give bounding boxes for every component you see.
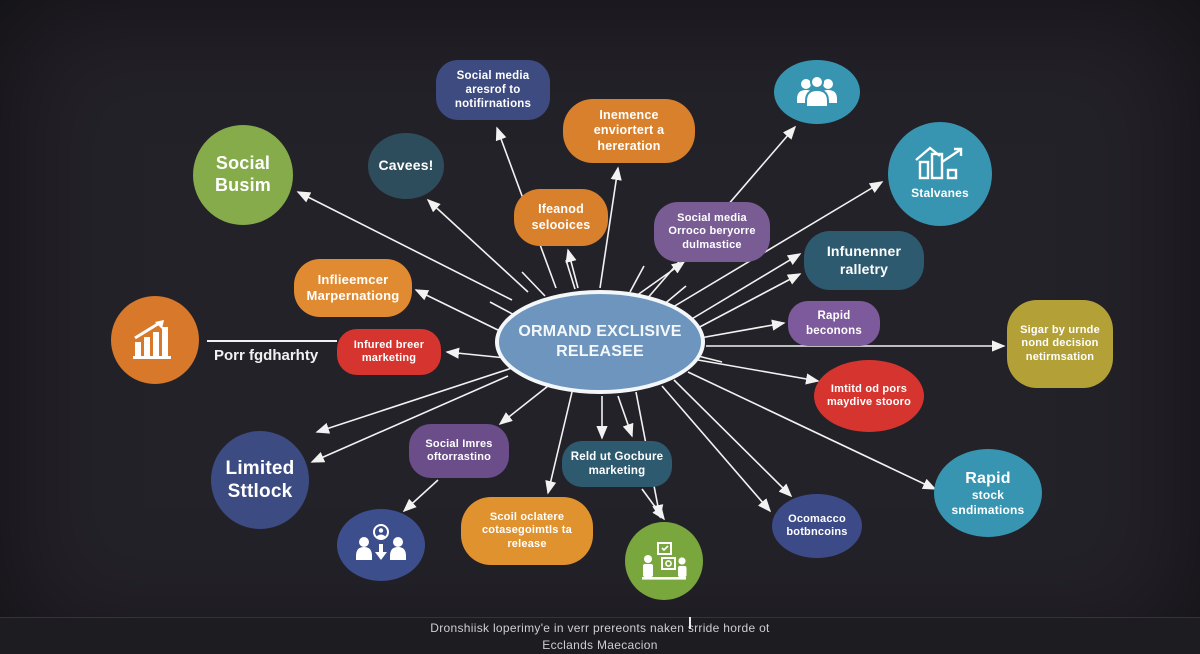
node-green-workshop	[625, 522, 703, 600]
caption-line-2: Ecclands Maecacion	[542, 637, 658, 652]
node-imtitd: Imtitd od pors maydive stooro	[814, 360, 924, 432]
node-label: Stalvanes	[911, 185, 969, 200]
node-ifeanod: Ifeanod selooices	[514, 189, 608, 246]
node-chart-circle	[111, 296, 199, 384]
bar-chart-rising-icon	[133, 320, 171, 359]
people-group-icon	[797, 75, 837, 108]
node-label: Inemence enviortert a hereration	[593, 108, 665, 153]
node-social-media-orroco: Social media Orroco beryorre dulmastice	[654, 202, 770, 262]
bar-chart-trend-icon	[915, 146, 963, 179]
node-label: Limited Sttlock	[225, 457, 295, 502]
node-inemence: Inemence enviortert a hereration	[563, 99, 695, 163]
node-people-group	[774, 60, 860, 124]
node-label: Infured breer marketing	[353, 338, 425, 364]
team-assign-icon	[356, 524, 406, 560]
node-label: Infunenner ralletry	[826, 243, 902, 277]
node-inflieemcer: Inflieemcer Marpernationg	[294, 259, 412, 317]
node-infunenner: Infunenner ralletry	[804, 231, 924, 290]
node-social-media-notifications: Social media aresrof to notifirnations	[436, 60, 550, 120]
node-label: Scoil oclatere cotasegoimtls ta release	[481, 510, 572, 550]
node-label: Ocomacco botbncoins	[786, 512, 848, 538]
node-social-imres: Social Imres oftorrastino	[409, 424, 509, 478]
node-label-bottom: stock sndimations	[951, 488, 1025, 517]
node-label: Cavees!	[378, 157, 434, 174]
node-cavees: Cavees!	[368, 133, 444, 199]
node-label-top: Rapid	[965, 469, 1011, 487]
node-label: Social media Orroco beryorre dulmastice	[668, 211, 756, 251]
node-label: Social Busim	[214, 153, 271, 195]
caption-line-1: Dronshiisk loperimy'e in verr prereonts …	[430, 621, 770, 636]
node-team-down	[337, 509, 425, 581]
node-rapid-stock: Rapid stock sndimations	[934, 449, 1042, 537]
node-label: Sigar by urnde nond decision netirmsatio…	[1020, 323, 1100, 363]
node-rapid-beconons: Rapid beconons	[788, 301, 880, 346]
node-label: Rapid beconons	[806, 310, 862, 337]
caption-bar: Dronshiisk loperimy'e in verr prereonts …	[0, 617, 1200, 654]
node-label: Social media aresrof to notifirnations	[454, 69, 532, 110]
central-topic-node: Ormand Exclisive Releasee	[495, 290, 705, 394]
node-scoil: Scoil oclatere cotasegoimtls ta release	[461, 497, 593, 565]
node-ocomacco: Ocomacco botbncoins	[772, 494, 862, 558]
node-label: Ifeanod selooices	[531, 202, 591, 232]
node-stalvanes: Stalvanes	[888, 122, 992, 226]
central-topic-label: Ormand Exclisive Releasee	[518, 323, 682, 360]
node-label: Imtitd od pors maydive stooro	[826, 382, 912, 408]
label-divider-line	[207, 340, 337, 342]
node-label: Reld ut Gocbure marketing	[570, 450, 664, 477]
node-label: Inflieemcer Marpernationg	[306, 272, 400, 303]
caption-divider-tick	[689, 617, 691, 629]
node-infured: Infured breer marketing	[337, 329, 441, 375]
node-label: Social Imres oftorrastino	[425, 437, 493, 463]
node-limited-sttlock: Limited Sttlock	[211, 431, 309, 529]
people-desk-icon	[642, 542, 687, 580]
node-social-busim: Social Busim	[193, 125, 293, 225]
porr-side-label: Porr fgdharhty	[214, 347, 319, 364]
node-reld: Reld ut Gocbure marketing	[562, 441, 672, 487]
node-sigar: Sigar by urnde nond decision netirmsatio…	[1007, 300, 1113, 388]
